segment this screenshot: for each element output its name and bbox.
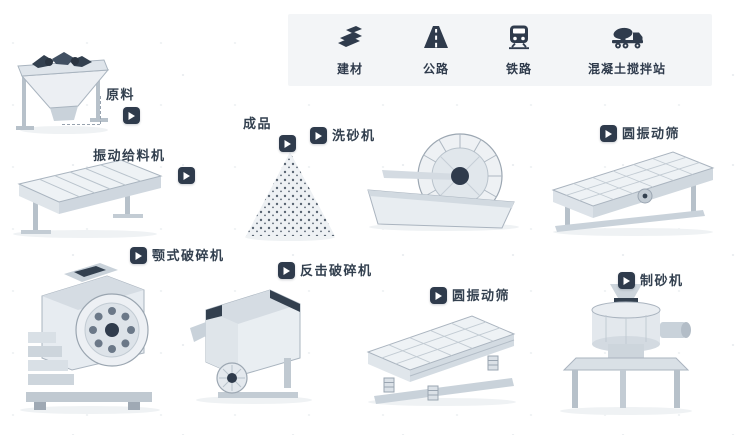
railway-icon	[506, 24, 532, 55]
vibrating-feeder-label: 振动给料机	[93, 148, 166, 163]
raw-material-play-badge[interactable]	[123, 107, 140, 124]
play-icon	[283, 266, 290, 275]
impact-crusher-illustration	[190, 289, 312, 404]
vibrating-screen-bottom-illustration	[366, 315, 516, 406]
sand-making-machine-play-badge[interactable]	[618, 272, 635, 289]
play-icon	[135, 251, 142, 260]
raw-material-hopper-illustration	[16, 52, 110, 134]
legend-panel: 建材 公路	[288, 14, 712, 86]
vibrating-screen-bottom-label: 圆振动筛	[452, 288, 511, 303]
vibrating-feeder-play-badge[interactable]	[178, 167, 195, 184]
play-icon	[435, 291, 442, 300]
legend-item-concrete-mixing-plant: 混凝土搅拌站	[588, 24, 666, 77]
vibrating-screen-top-label: 圆振动筛	[622, 126, 681, 141]
impact-crusher-tag: 反击破碎机	[278, 262, 373, 279]
sand-washer-play-badge[interactable]	[310, 127, 327, 144]
play-icon	[315, 131, 322, 140]
building-materials-icon	[334, 24, 366, 55]
legend-label: 公路	[422, 61, 449, 76]
sand-making-machine-illustration	[560, 284, 692, 415]
legend-label: 铁路	[505, 61, 532, 76]
vibrating-screen-top-tag: 圆振动筛	[600, 125, 680, 142]
vibrating-feeder-illustration	[13, 159, 163, 238]
finished-product-play-badge[interactable]	[279, 135, 296, 152]
legend-item-railway: 铁路	[506, 24, 532, 77]
play-icon	[183, 171, 190, 180]
vibrating-screen-bottom-tag: 圆振动筛	[430, 287, 510, 304]
play-icon	[128, 111, 135, 120]
play-icon	[605, 129, 612, 138]
raw-material-label: 原料	[106, 87, 136, 102]
impact-crusher-label: 反击破碎机	[300, 263, 373, 278]
legend-item-building-materials: 建材	[334, 24, 366, 77]
jaw-crusher-illustration	[20, 263, 160, 414]
sand-washer-label: 洗砂机	[332, 128, 376, 143]
play-icon	[284, 139, 291, 148]
finished-product-pile-illustration	[245, 152, 335, 241]
legend-label: 建材	[336, 61, 363, 76]
vibrating-screen-top-play-badge[interactable]	[600, 125, 617, 142]
sand-washer-illustration	[367, 133, 519, 231]
play-icon	[623, 276, 630, 285]
concrete-mixer-truck-icon	[609, 24, 645, 55]
jaw-crusher-play-badge[interactable]	[130, 247, 147, 264]
jaw-crusher-label: 颚式破碎机	[152, 248, 225, 263]
finished-product-label: 成品	[243, 116, 273, 131]
raw-material-connector	[100, 96, 101, 124]
sand-making-machine-label: 制砂机	[640, 273, 684, 288]
jaw-crusher-tag: 颚式破碎机	[130, 247, 225, 264]
sand-washer-tag: 洗砂机	[310, 127, 376, 144]
impact-crusher-play-badge[interactable]	[278, 262, 295, 279]
vibrating-screen-top-illustration	[551, 151, 715, 236]
highway-icon	[422, 24, 450, 55]
legend-item-highway: 公路	[422, 24, 450, 77]
raw-material-connector	[62, 124, 100, 125]
vibrating-screen-bottom-play-badge[interactable]	[430, 287, 447, 304]
sand-making-machine-tag: 制砂机	[618, 272, 684, 289]
legend-label: 混凝土搅拌站	[587, 61, 666, 76]
